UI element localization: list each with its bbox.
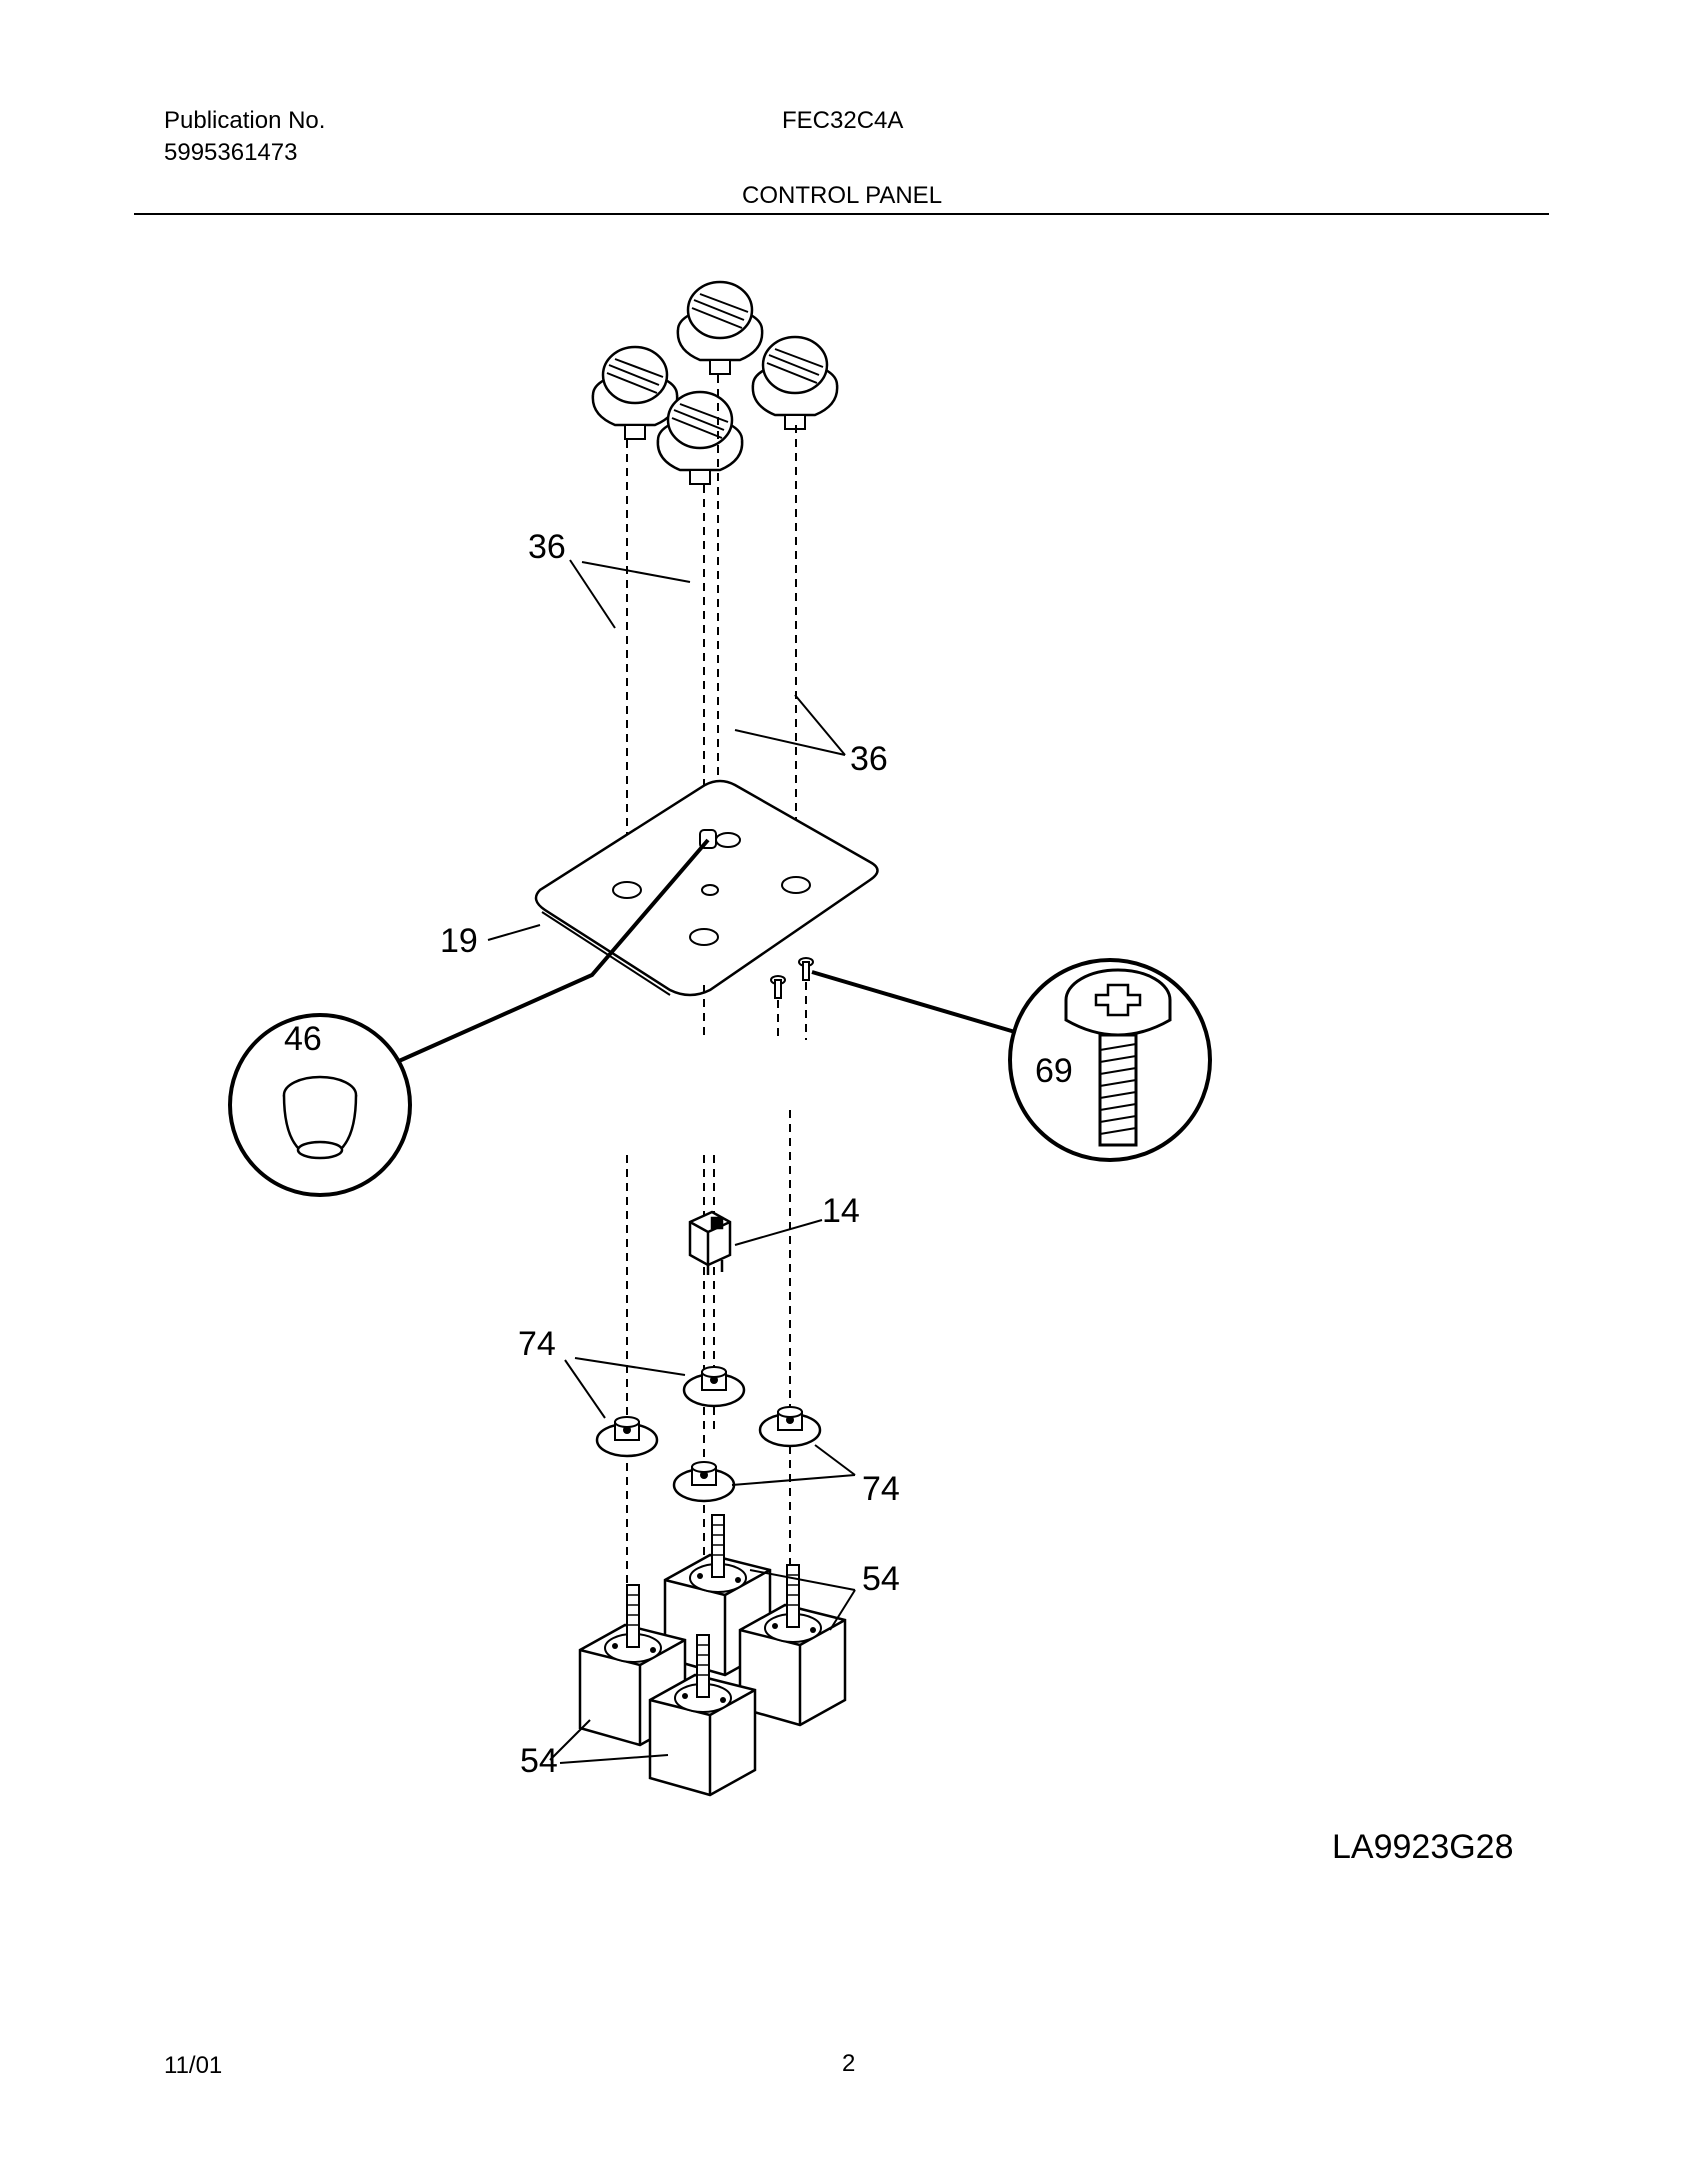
callout-infinite-switches-a: 54: [862, 1560, 900, 1598]
callout-panel: 19: [440, 922, 478, 960]
detail-circle-screw: [1008, 958, 1212, 1162]
bezel-front: [672, 1460, 736, 1503]
model-number: FEC32C4A: [782, 107, 904, 134]
header-rule: [134, 213, 1549, 215]
callout-knobs-b: 36: [850, 740, 888, 778]
publication-number: 5995361473: [164, 139, 298, 166]
callout-bezels-a: 74: [518, 1325, 556, 1363]
callout-knobs-a: 36: [528, 528, 566, 566]
publication-label: Publication No.: [164, 107, 326, 134]
knob-top: [676, 280, 764, 376]
callout-screw: 69: [1035, 1052, 1073, 1090]
bezel-top: [682, 1365, 746, 1408]
detail-circle-plug: [228, 1013, 412, 1197]
page-number: 2: [842, 2050, 856, 2077]
knob-left: [591, 345, 679, 441]
callout-infinite-switches-b: 54: [520, 1742, 558, 1780]
footer-date: 11/01: [164, 2052, 223, 2079]
drawing-code: LA9923G28: [1332, 1828, 1514, 1866]
indicator-switch: [688, 1210, 732, 1275]
assembly-lines-upper: [626, 375, 797, 935]
bezel-left: [595, 1415, 659, 1458]
callout-leaders: [487, 559, 856, 1764]
small-screws: [770, 957, 814, 999]
bezel-right: [758, 1405, 822, 1448]
callout-switch: 14: [822, 1192, 860, 1230]
callout-bezels-b: 74: [862, 1470, 900, 1508]
knob-right: [751, 335, 839, 431]
section-title: CONTROL PANEL: [742, 182, 943, 209]
callout-plug: 46: [284, 1020, 322, 1058]
